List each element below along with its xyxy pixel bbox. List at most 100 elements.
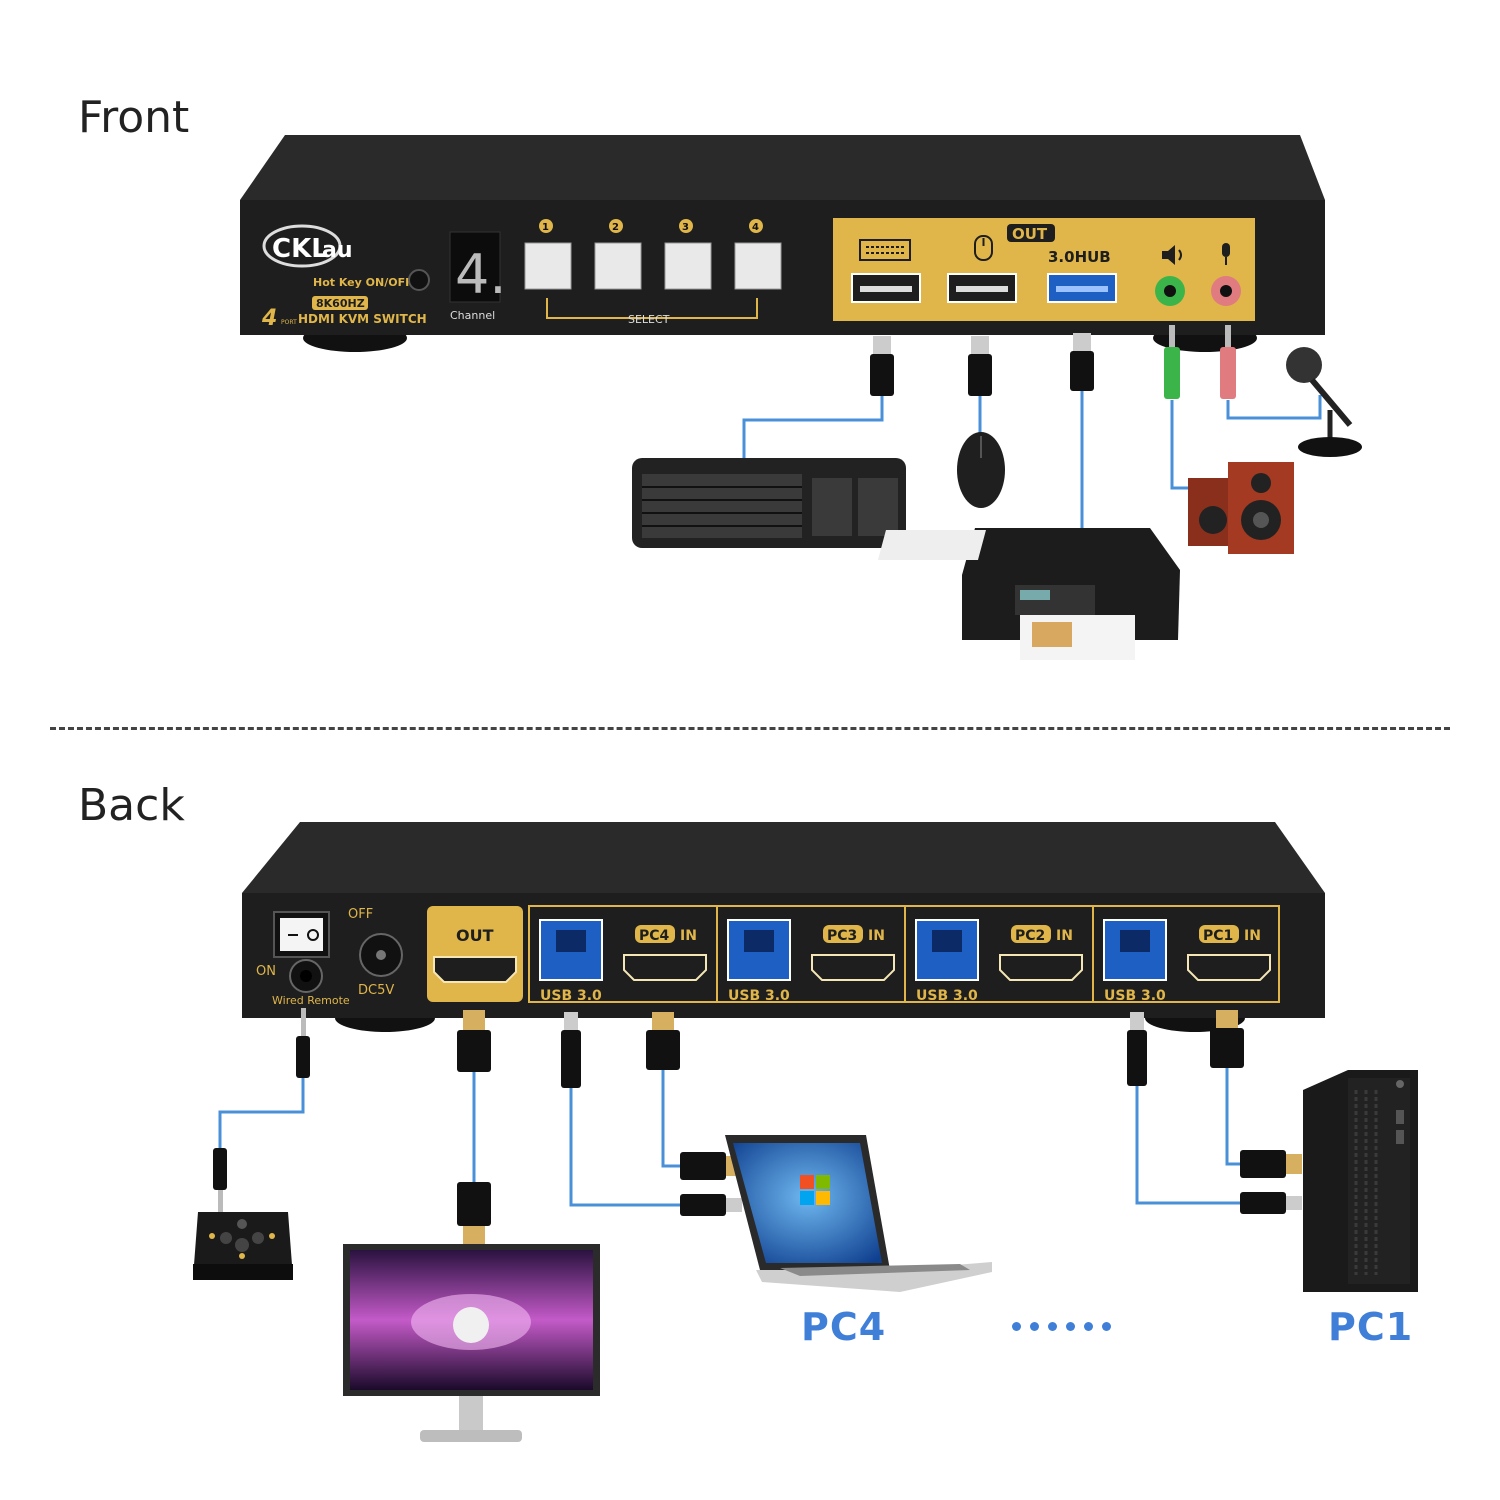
hotkey-button[interactable] [408, 269, 430, 291]
mouse-usb-plug [968, 354, 992, 396]
jack-hole [1220, 285, 1232, 297]
brand-rest-text: au [322, 238, 353, 263]
product-number: 4 [261, 306, 277, 331]
pc4-hdmi-plug [646, 1030, 680, 1070]
usb3-b-port-inner [744, 930, 774, 952]
speaker-cable [1170, 400, 1195, 490]
button-number-4: 4 [752, 222, 759, 233]
front-title: Front [78, 92, 190, 143]
pc4-badge [635, 925, 675, 943]
wired-remote-label: Wired Remote [272, 994, 350, 1007]
pc4-hdmi-cable [661, 1070, 680, 1168]
switch-rocker [280, 918, 323, 951]
apple-logo-icon [453, 1307, 489, 1343]
select-buttons: 1 2 3 4 SELECT [524, 219, 782, 326]
hdmi-plug-tip [463, 1226, 485, 1244]
printer-usb-plug [1070, 351, 1094, 391]
pc1-usb-cable [1135, 1086, 1240, 1205]
hdmi-plug-tip [463, 1010, 485, 1030]
pc3-badge [823, 925, 863, 943]
pc4-usb-cable [569, 1088, 680, 1207]
printer-device [877, 528, 1180, 660]
pc4-usb-plug [680, 1194, 726, 1216]
button-number-marker [749, 219, 763, 233]
usb-label-pc1: USB 3.0 [1104, 988, 1166, 1004]
hotkey-label: Hot Key ON/OFF ▸ [313, 276, 422, 289]
windows-logo-icon [800, 1175, 830, 1205]
select-button-3[interactable] [664, 242, 712, 290]
speakers-device [1188, 462, 1294, 554]
select-button-4[interactable] [734, 242, 782, 290]
out-badge-text: OUT [1012, 225, 1048, 243]
usb-plug-tip [1286, 1196, 1302, 1210]
port-group-pc3: USB 3.0 PC3 IN [727, 919, 895, 1004]
hdmi-in-port-pc2[interactable] [999, 954, 1083, 981]
pc4-label: PC4 [801, 1305, 887, 1349]
keyboard-cable [742, 395, 884, 465]
button-number-marker [679, 219, 693, 233]
pc1-label: PC1 [1328, 1305, 1414, 1349]
usb3-b-port-inner [932, 930, 962, 952]
switch-mark [307, 929, 319, 941]
mic-audio-plug [1220, 347, 1236, 399]
pc1-hdmi-plug [1210, 1028, 1244, 1068]
front-device: CKL au Hot Key ON/OFF ▸ 8K60HZ 4 PORT HD… [240, 135, 1325, 352]
hdmi-plug-tip [1216, 1010, 1238, 1028]
select-button-1[interactable] [524, 242, 572, 290]
product-name: HDMI KVM SWITCH [298, 312, 427, 326]
port-group-pc2: USB 3.0 PC2 IN [915, 919, 1083, 1004]
usb-port-tongue [860, 286, 912, 292]
jack-hole [300, 970, 312, 982]
usb-plug-tip [971, 336, 989, 354]
pc1-badge [1199, 925, 1239, 943]
ellipsis-dots [1012, 1322, 1111, 1331]
select-label: SELECT [628, 313, 670, 326]
resolution-badge-text: 8K60HZ [316, 297, 365, 310]
button-number-2: 2 [612, 222, 619, 233]
channel-display [449, 231, 501, 303]
front-top-surface [240, 135, 1325, 200]
dot [1102, 1322, 1111, 1331]
hdmi-in-port-pc3[interactable] [811, 954, 895, 981]
button-number-marker [609, 219, 623, 233]
keyboard-usb-plug [870, 354, 894, 396]
dot [1012, 1322, 1021, 1331]
usb-plug-tip [873, 336, 891, 354]
select-button-2[interactable] [594, 242, 642, 290]
jack-pin [376, 950, 386, 960]
usb-plug-tip [726, 1198, 742, 1212]
hdmi-plug-tip [1286, 1154, 1302, 1174]
channel-digit: 4. [455, 243, 507, 306]
on-label: ON [256, 964, 276, 979]
hdmi-in-port-pc4[interactable] [623, 954, 707, 981]
wired-remote-device [193, 1212, 293, 1280]
usb-plug-tip [1130, 1012, 1144, 1030]
laptop-pc4-device [725, 1135, 992, 1292]
in-label-pc1: IN [1244, 928, 1261, 944]
pc4-hdmi-plug [680, 1152, 726, 1180]
back-top-surface [242, 822, 1325, 893]
back-device: OFF ON Wired Remote DC5V OUT USB 3.0 PC4… [242, 822, 1325, 1032]
off-label: OFF [348, 907, 373, 922]
audio-plug-tip [218, 1190, 223, 1212]
usb-plug-tip [564, 1012, 578, 1030]
pc1-hdmi-plug [1240, 1150, 1286, 1178]
usb-label-pc3: USB 3.0 [728, 988, 790, 1004]
remote-plug [213, 1148, 227, 1190]
mouse-icon [974, 235, 993, 261]
back-title: Back [78, 780, 185, 831]
pc4-badge-text: PC4 [639, 928, 670, 944]
hdmi-plug-tip [652, 1012, 674, 1030]
pc1-usb-plug [1127, 1030, 1147, 1086]
pc1-hdmi-cable [1225, 1068, 1240, 1166]
brand-logo: CKL au [262, 224, 353, 268]
pc4-usb-plug [561, 1030, 581, 1088]
hdmi-in-port-pc1[interactable] [1187, 954, 1271, 981]
button-number-1: 1 [542, 222, 549, 233]
keyboard-icon [859, 239, 911, 261]
in-label-pc4: IN [680, 928, 697, 944]
hdmi-out-port[interactable] [433, 956, 517, 983]
audio-plug-tip [301, 1008, 306, 1036]
port-group-pc4: USB 3.0 PC4 IN [539, 919, 707, 1004]
